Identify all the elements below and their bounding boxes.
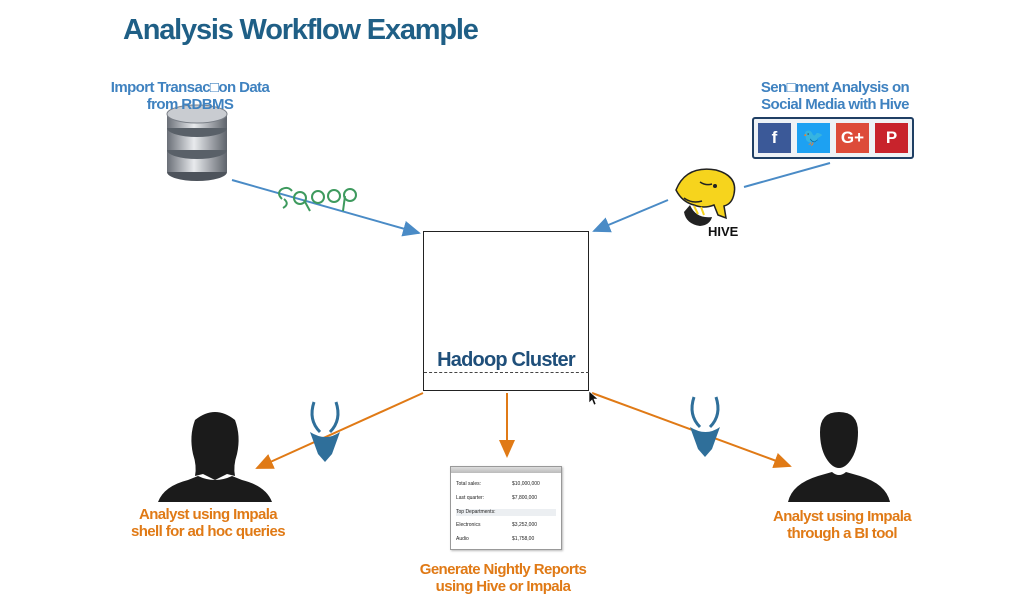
analyst-bi-label: Analyst using Impala through a BI tool bbox=[772, 508, 912, 542]
pinterest-icon: P bbox=[875, 123, 908, 153]
svg-text:HIVE: HIVE bbox=[708, 224, 739, 239]
impala-logo-icon-left bbox=[310, 401, 340, 462]
report-row-value: $7,800,000 bbox=[512, 495, 538, 501]
report-row-value: $3,252,000 bbox=[512, 522, 538, 528]
report-row: Top Departments: bbox=[456, 509, 556, 516]
hive-logo-icon: HIVE bbox=[675, 168, 739, 239]
analyst-female-avatar bbox=[158, 412, 272, 502]
page-title: Analysis Workflow Example bbox=[123, 14, 479, 46]
mouse-cursor-icon bbox=[588, 390, 599, 406]
report-row-value: $1,758,00 bbox=[512, 536, 535, 542]
report-row-key: Top Departments: bbox=[456, 509, 496, 515]
twitter-icon: 🐦 bbox=[797, 123, 830, 153]
report-window-bar bbox=[451, 467, 561, 473]
google-plus-icon: G+ bbox=[836, 123, 869, 153]
sentiment-analysis-label: Sen□ment Analysis on Social Media with H… bbox=[760, 79, 910, 113]
social-to-hive-line bbox=[743, 162, 831, 188]
shell-output-arrow bbox=[255, 392, 424, 469]
import-arrow bbox=[231, 179, 421, 237]
hadoop-cluster-box bbox=[423, 231, 589, 391]
nightly-reports-label: Generate Nightly Reports using Hive or I… bbox=[419, 561, 587, 595]
database-icon bbox=[166, 104, 228, 181]
impala-logo-icon-right bbox=[690, 396, 720, 457]
report-row-key: Electronics bbox=[456, 522, 481, 528]
facebook-icon: f bbox=[758, 123, 791, 153]
report-row-key: Total sales: bbox=[456, 481, 482, 487]
hive-input-arrow bbox=[592, 199, 669, 233]
social-media-icons: f🐦G+P bbox=[752, 117, 914, 159]
sqoop-logo-icon bbox=[278, 186, 357, 212]
import-data-label: Import Transac□on Data from RDBMS bbox=[110, 79, 270, 113]
report-row-key: Last quarter: bbox=[456, 495, 485, 501]
analyst-male-avatar bbox=[788, 412, 890, 502]
report-row-key: Audio bbox=[456, 536, 469, 542]
cluster-divider bbox=[424, 372, 589, 373]
hadoop-cluster-label: Hadoop Cluster bbox=[437, 349, 576, 371]
analyst-shell-label: Analyst using Impala shell for ad hoc qu… bbox=[131, 506, 286, 540]
report-row-value: $10,000,000 bbox=[512, 481, 540, 487]
